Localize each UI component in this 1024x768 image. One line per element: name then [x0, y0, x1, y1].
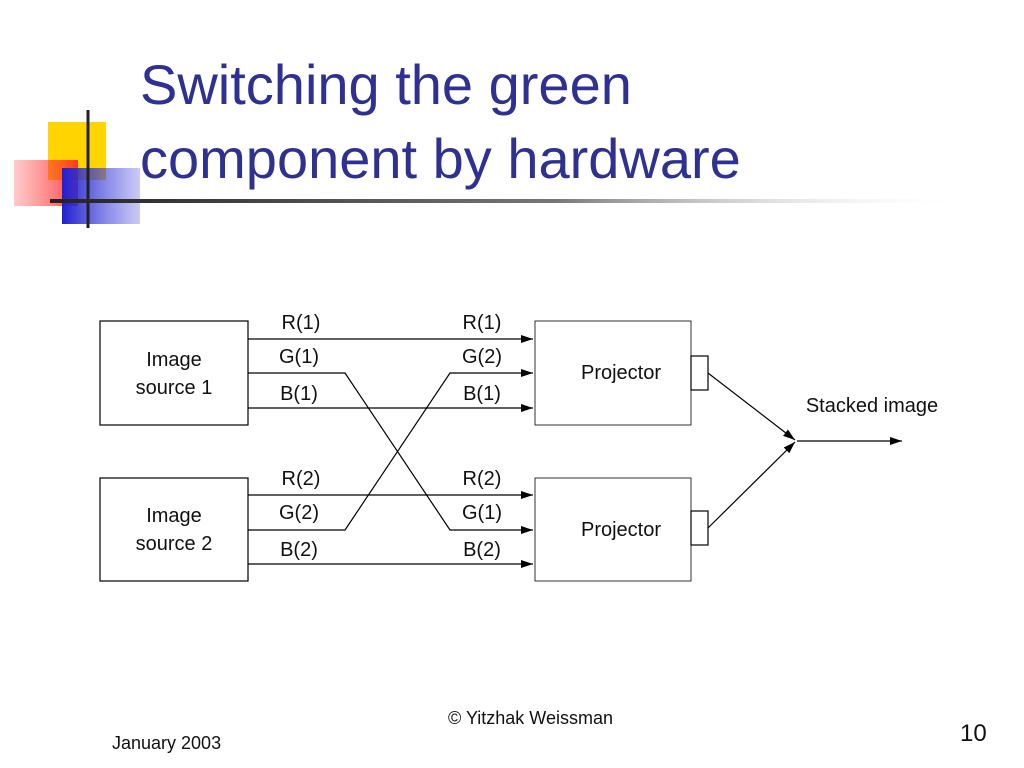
title-line-1: Switching the green	[140, 53, 632, 116]
projector-1-output-line	[707, 372, 796, 441]
projector-2-output-line	[707, 441, 796, 529]
stacked-image-label: Stacked image	[806, 395, 938, 417]
projector-2-box	[534, 477, 692, 582]
label-top-left-b: B(1)	[280, 383, 318, 405]
label-bottom-left-r: R(2)	[282, 468, 321, 490]
image-source-1-label-line2: source 1	[136, 377, 213, 399]
projector-2-label: Projector	[581, 519, 661, 541]
label-bottom-right-r: R(2)	[463, 468, 502, 490]
deco-blue-square	[62, 168, 140, 224]
image-source-1-box	[99, 320, 249, 426]
label-bottom-left-b: B(2)	[280, 539, 318, 561]
projector-1-label: Projector	[581, 362, 661, 384]
image-source-1-label-line1: Image	[146, 349, 202, 371]
projector-2-lens	[690, 510, 709, 546]
title-underline	[50, 199, 970, 203]
label-bottom-right-b: B(2)	[463, 539, 501, 561]
signal-g2-crossed-line	[248, 369, 533, 531]
label-top-left-g: G(1)	[279, 346, 319, 368]
label-top-right-r: R(1)	[463, 312, 502, 334]
title-line-2: component by hardware	[140, 127, 741, 190]
slide-decoration	[14, 110, 970, 228]
label-top-right-b: B(1)	[463, 383, 501, 405]
label-bottom-right-g: G(1)	[462, 502, 502, 524]
label-top-right-g: G(2)	[462, 346, 502, 368]
footer-date: January 2003	[112, 733, 222, 753]
page-number: 10	[960, 720, 987, 747]
projector-1-lens	[690, 355, 709, 391]
label-bottom-left-g: G(2)	[279, 502, 319, 524]
projector-1-box	[534, 320, 692, 426]
image-source-2-box	[99, 477, 249, 582]
image-source-2-label-line2: source 2	[136, 533, 213, 555]
copyright-notice: © Yitzhak Weissman	[448, 708, 613, 728]
image-source-2-label-line1: Image	[146, 505, 202, 527]
slide-title: Switching the green component by hardwar…	[140, 48, 741, 196]
label-top-left-r: R(1)	[282, 312, 321, 334]
